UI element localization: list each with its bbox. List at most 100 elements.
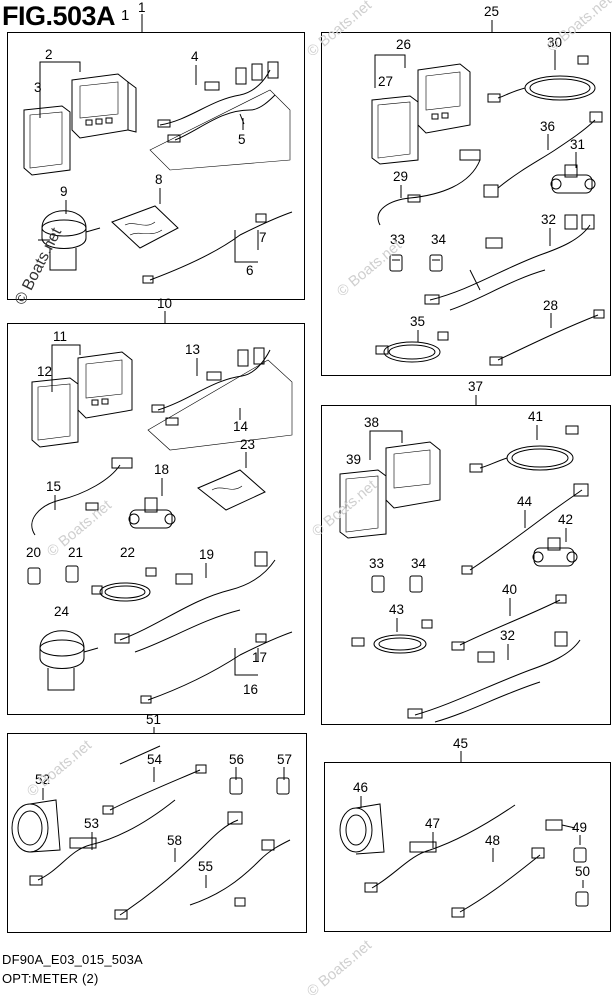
callout-38: 38 (364, 415, 380, 430)
cable-43 (351, 619, 433, 654)
callout-22: 22 (120, 545, 136, 560)
connector-pair-45 (545, 819, 576, 831)
callout-58: 58 (167, 833, 183, 848)
callout-52: 52 (35, 772, 51, 787)
cable-30 (487, 55, 596, 103)
cable-41 (469, 425, 579, 473)
callout-54: 54 (147, 752, 163, 767)
callout-47: 47 (425, 816, 441, 831)
figure-id: FIG.503A (2, 1, 116, 31)
plug-20 (27, 567, 41, 585)
callout-46: 46 (353, 780, 369, 795)
decal-sheet-23 (197, 469, 266, 511)
callout-43: 43 (389, 602, 405, 617)
callout-8: 8 (155, 172, 163, 187)
callout-39: 39 (346, 452, 362, 467)
plug-49 (573, 847, 587, 863)
plug-57 (276, 777, 290, 795)
plug-33 (389, 254, 403, 272)
cable-58 (114, 811, 243, 920)
plug-34b (409, 575, 423, 593)
plug-56 (229, 777, 243, 795)
callout-14: 14 (233, 419, 249, 434)
meter-display-unit (71, 73, 137, 139)
callout-35: 35 (410, 314, 426, 329)
plug-50 (575, 891, 589, 907)
harness-32b (407, 631, 581, 723)
callout-19: 19 (199, 547, 215, 562)
tee-connector-31 (550, 164, 596, 194)
meter-display-unit-11 (77, 351, 133, 419)
kit-box-25 (321, 32, 611, 376)
plug-21 (65, 565, 79, 583)
callout-41: 41 (528, 409, 544, 424)
cable-6 (142, 211, 293, 284)
callout-23: 23 (240, 437, 256, 452)
meter-display-unit-38 (385, 441, 441, 509)
callout-29: 29 (393, 169, 409, 184)
callout-51: 51 (146, 712, 162, 727)
callout-27: 27 (378, 74, 394, 89)
leader-lines (39, 14, 584, 888)
callout-42: 42 (558, 512, 574, 527)
callout-18: 18 (154, 462, 170, 477)
callout-50: 50 (575, 864, 591, 879)
callout-48: 48 (485, 833, 501, 848)
wiring-harness-13 (147, 347, 293, 451)
callout-34: 34 (431, 232, 447, 247)
callout-25: 25 (484, 4, 500, 19)
callout-45: 45 (453, 736, 469, 751)
meter-display-front-27 (371, 95, 419, 165)
plug-33b (371, 575, 385, 593)
callout-44: 44 (517, 494, 533, 509)
callout-15: 15 (46, 479, 62, 494)
callout-4: 4 (191, 49, 199, 64)
callout-24: 24 (54, 604, 70, 619)
cable-44 (461, 483, 589, 575)
cable-16 (140, 631, 293, 704)
plug-34 (429, 254, 443, 272)
callout-53: 53 (84, 816, 100, 831)
callout-9: 9 (60, 184, 68, 199)
cable-55 (189, 839, 291, 907)
callout-37: 37 (468, 379, 484, 394)
sensor-cable-47 (364, 804, 516, 893)
meter-display-front-39 (339, 469, 387, 539)
callout-40: 40 (502, 582, 518, 597)
tee-connector-18 (128, 497, 176, 529)
callout-7: 7 (259, 230, 267, 245)
callout-17: 17 (252, 650, 268, 665)
gauge-52 (11, 799, 61, 853)
cable-35 (375, 331, 449, 363)
pressure-sensor-9 (38, 210, 101, 271)
meter-display-front-12 (31, 377, 79, 448)
callout-36: 36 (540, 119, 556, 134)
cable-15 (31, 457, 133, 536)
cable-36 (483, 111, 603, 198)
callout-56: 56 (229, 752, 245, 767)
cable-29 (377, 149, 481, 226)
kit-box-1 (7, 32, 305, 300)
callout-11: 11 (53, 329, 68, 344)
wiring-harness-4 (149, 61, 291, 171)
callout-32b: 32 (500, 628, 516, 643)
callout-26: 26 (396, 37, 412, 52)
gauge-46 (339, 803, 385, 855)
callout-12: 12 (37, 364, 53, 379)
cable-28 (489, 309, 605, 366)
sensor-cable-53 (29, 745, 176, 886)
callout-2: 2 (45, 47, 53, 62)
callout-10: 10 (157, 296, 173, 311)
callout-3: 3 (34, 80, 42, 95)
callout-13: 13 (185, 342, 201, 357)
callout-28: 28 (543, 298, 559, 313)
kit-box-51 (7, 733, 307, 933)
meter-display-front (23, 105, 71, 176)
callout-1: 1 (138, 0, 146, 15)
callout-30: 30 (547, 35, 563, 50)
pressure-sensor-24 (39, 630, 99, 691)
model-code: DF90A_E03_015_503A (2, 952, 143, 967)
callout-33b: 33 (369, 556, 385, 571)
